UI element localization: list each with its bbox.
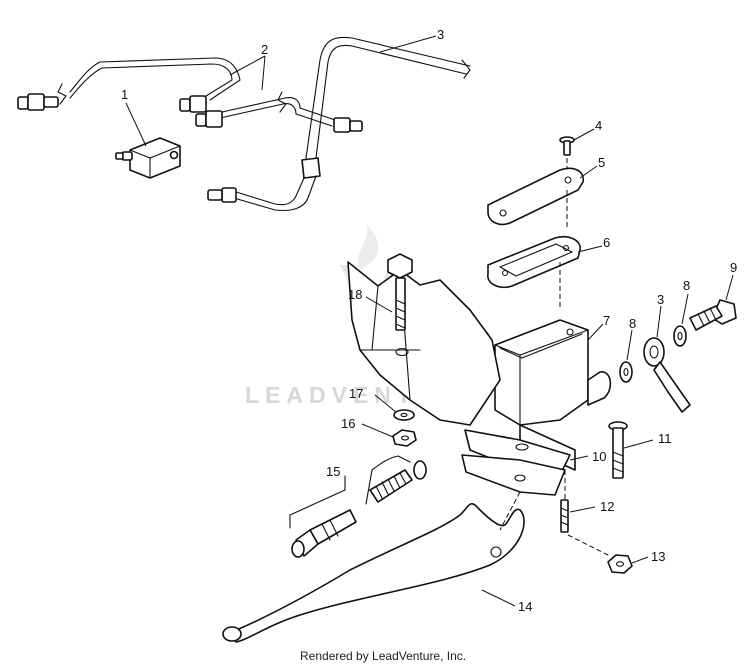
callout-7: 7 <box>603 313 610 328</box>
callout-labels: 1 2 3 4 5 6 7 8 8 3 9 18 17 16 10 11 15 … <box>121 27 737 614</box>
nut-16 <box>392 429 417 447</box>
callout-5: 5 <box>598 155 605 170</box>
nut-13 <box>607 554 633 574</box>
callout-6: 6 <box>603 235 610 250</box>
piston-kit-15 <box>289 455 427 558</box>
callout-9: 9 <box>730 260 737 275</box>
brake-lever-14 <box>222 491 525 643</box>
callout-4: 4 <box>595 118 602 133</box>
callout-3-banjo: 3 <box>657 292 664 307</box>
callout-11: 11 <box>658 431 672 446</box>
callout-18: 18 <box>348 287 362 302</box>
brake-hose-3 <box>207 36 471 212</box>
diaphragm-6 <box>487 235 581 310</box>
callout-8-left: 8 <box>629 316 636 331</box>
callout-12: 12 <box>600 499 614 514</box>
leader-lines <box>125 35 734 607</box>
footer-credit: Rendered by LeadVenture, Inc. <box>300 649 466 663</box>
clamp-body <box>347 261 571 496</box>
callout-10: 10 <box>592 449 606 464</box>
screw-4 <box>559 136 575 178</box>
brake-line-2 <box>17 57 363 133</box>
washer-17 <box>393 409 415 421</box>
banjo-fitting-3 <box>643 337 691 413</box>
washer-8-left <box>619 361 633 383</box>
callout-8-right: 8 <box>683 278 690 293</box>
callout-17: 17 <box>349 386 363 401</box>
callout-13: 13 <box>651 549 665 564</box>
banjo-bolt-9 <box>689 299 737 331</box>
junction-block-1 <box>115 137 181 179</box>
pivot-bolt-11 <box>608 421 628 479</box>
callout-16: 16 <box>341 416 355 431</box>
callout-1: 1 <box>121 87 128 102</box>
bolt-18 <box>387 253 413 331</box>
callout-15: 15 <box>326 464 340 479</box>
callout-14: 14 <box>518 599 532 614</box>
callout-3-hose: 3 <box>437 27 444 42</box>
reservoir-cover-5 <box>487 167 584 228</box>
set-screw-12 <box>560 470 611 557</box>
callout-2: 2 <box>261 42 268 57</box>
washer-8-right <box>673 325 687 347</box>
